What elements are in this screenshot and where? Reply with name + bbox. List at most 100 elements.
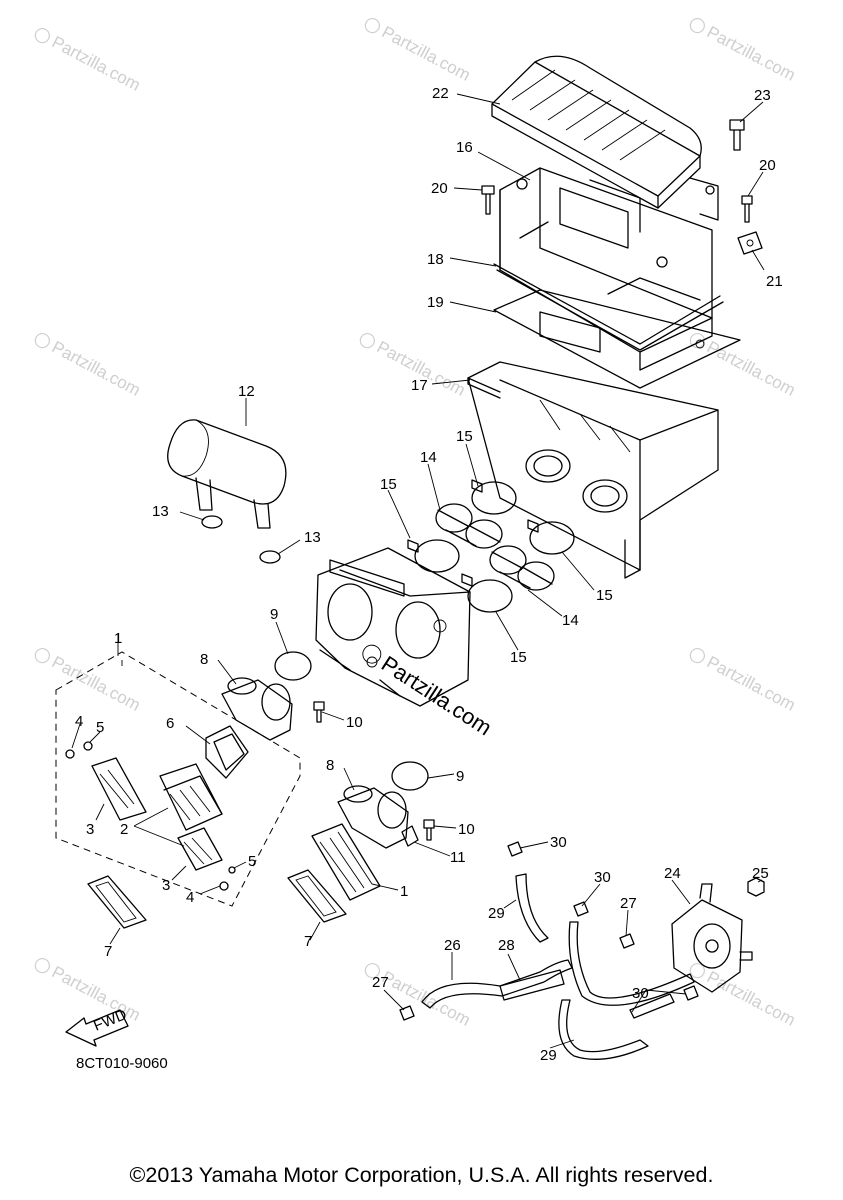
clip	[401, 825, 419, 847]
callout-1: 1	[114, 630, 122, 647]
bolt	[423, 819, 435, 841]
intake-manifold	[337, 785, 409, 849]
callout-labels: 22 23 16 20 20 21 18 19 17 12 13 13 15 1…	[75, 85, 783, 1064]
callout-16: 16	[456, 139, 473, 156]
hose-clip	[619, 933, 635, 949]
intake-joint	[489, 545, 555, 591]
svg-text:Partzilla.com: Partzilla.com	[704, 337, 799, 399]
watermark: Partzilla.com	[34, 27, 144, 95]
callout-10: 10	[458, 821, 475, 838]
hose-clamp	[391, 761, 429, 791]
hose-clamp-small	[201, 515, 223, 529]
washer	[228, 866, 236, 874]
gasket	[87, 875, 147, 929]
clip	[737, 231, 763, 255]
svg-text:Partzilla.com: Partzilla.com	[379, 22, 474, 84]
callout-13: 13	[304, 529, 321, 546]
callout-17: 17	[411, 377, 428, 394]
hose-clip	[507, 841, 523, 857]
watermark: Partzilla.com	[689, 332, 799, 400]
reed-valve-block	[159, 763, 223, 831]
hose-clip	[683, 985, 699, 1001]
cover-plate	[493, 289, 741, 389]
callout-14: 14	[420, 449, 437, 466]
watermark: Partzilla.com	[34, 957, 144, 1025]
air-filter-element	[491, 55, 702, 209]
callout-30: 30	[594, 869, 611, 886]
fwd-arrow-icon: FWD	[65, 1006, 129, 1047]
intake-joint	[435, 503, 503, 549]
callout-15: 15	[456, 428, 473, 445]
svg-text:Partzilla.com: Partzilla.com	[49, 32, 144, 94]
hose-clamp	[407, 539, 460, 573]
callout-25: 25	[752, 865, 769, 882]
svg-text:Partzilla.com: Partzilla.com	[49, 337, 144, 399]
callout-8: 8	[326, 757, 334, 774]
callout-24: 24	[664, 865, 681, 882]
hose-clip	[573, 901, 589, 917]
callout-9: 9	[270, 606, 278, 623]
callout-18: 18	[427, 251, 444, 268]
svg-text:Partzilla.com: Partzilla.com	[49, 652, 144, 714]
callout-10: 10	[346, 714, 363, 731]
callout-5: 5	[96, 719, 104, 736]
fuel-hose	[421, 959, 573, 1009]
callout-12: 12	[238, 383, 255, 400]
callout-5: 5	[248, 853, 256, 870]
callout-7: 7	[304, 933, 312, 950]
hose-clip	[399, 1005, 415, 1021]
air-box-cover	[499, 167, 719, 371]
watermark: Partzilla.com	[34, 647, 144, 715]
hose-clamp	[461, 573, 513, 613]
fuel-hose	[558, 999, 649, 1060]
reed-valve-assembly	[311, 823, 381, 901]
callout-27: 27	[372, 974, 389, 991]
hose-clamp-small	[259, 550, 281, 564]
hose-clamp	[471, 479, 517, 515]
callout-27: 27	[620, 895, 637, 912]
watermark: Partzilla.com	[364, 17, 474, 85]
screw	[65, 749, 75, 759]
callout-2: 2	[120, 821, 128, 838]
washer	[83, 741, 93, 751]
bolt	[729, 119, 745, 151]
fuel-hose	[499, 969, 565, 1001]
leader-lines	[71, 93, 765, 1049]
callout-19: 19	[427, 294, 444, 311]
callout-29: 29	[540, 1047, 557, 1064]
fuel-hose	[568, 921, 695, 1006]
svg-text:FWD: FWD	[91, 1006, 129, 1035]
reed-valve-spacer	[205, 725, 249, 779]
callout-7: 7	[104, 943, 112, 960]
screw	[219, 881, 229, 891]
callout-26: 26	[444, 937, 461, 954]
callout-15: 15	[510, 649, 527, 666]
callout-11: 11	[450, 849, 466, 866]
callout-21: 21	[766, 273, 783, 290]
svg-text:Partzilla.com: Partzilla.com	[377, 651, 496, 741]
callout-20: 20	[759, 157, 776, 174]
copyright-notice: ©2013 Yamaha Motor Corporation, U.S.A. A…	[129, 1163, 714, 1187]
watermark: Partzilla.com	[689, 647, 799, 715]
callout-13: 13	[152, 503, 169, 520]
watermark: Partzilla.com	[689, 962, 799, 1030]
hose-clamp	[527, 519, 575, 555]
watermark: Partzilla.com	[34, 332, 144, 400]
watermark: Partzilla.com	[364, 962, 474, 1030]
svg-text:Partzilla.com: Partzilla.com	[49, 962, 144, 1024]
callout-9: 9	[456, 768, 464, 785]
parts-diagram: Partzilla.com Partzilla.com Partzilla.co…	[34, 17, 799, 1072]
bolt	[741, 195, 753, 223]
intake-silencer	[167, 419, 287, 529]
callout-3: 3	[162, 877, 170, 894]
callout-15: 15	[380, 476, 397, 493]
callout-15: 15	[596, 587, 613, 604]
bolt	[313, 701, 325, 723]
hose-clamp	[274, 651, 312, 681]
fuel-hose	[515, 873, 549, 943]
callout-22: 22	[432, 85, 449, 102]
reed-valve	[177, 827, 223, 871]
watermark-center: Partzilla.com	[362, 644, 496, 741]
callout-30: 30	[632, 985, 649, 1002]
callout-28: 28	[498, 937, 515, 954]
